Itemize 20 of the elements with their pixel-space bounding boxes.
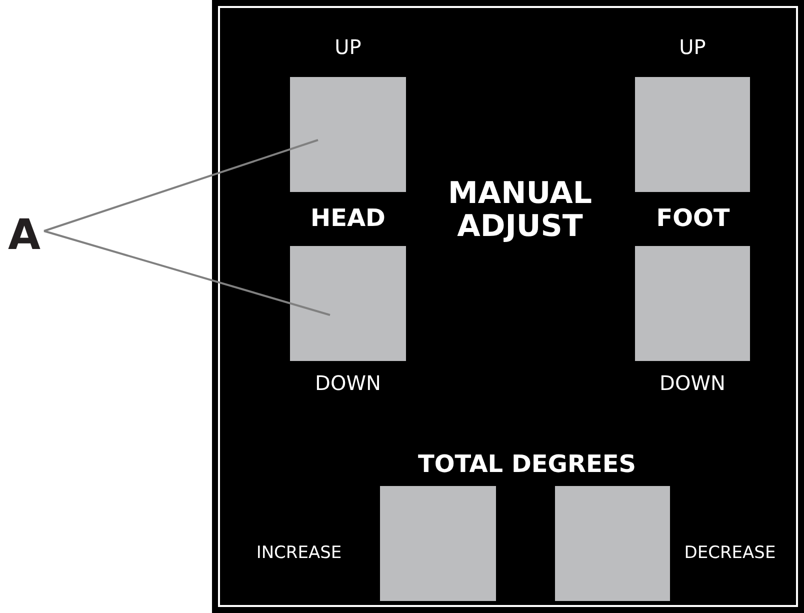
- control-button: [380, 486, 496, 601]
- control-button: [635, 246, 750, 361]
- section-heading: HEAD: [310, 205, 386, 232]
- button-label: DECREASE: [683, 544, 777, 563]
- leader-line: [44, 230, 330, 316]
- button-label: UP: [334, 36, 362, 58]
- button-label: INCREASE: [255, 544, 343, 563]
- control-button: [290, 77, 406, 192]
- section-heading: FOOT: [655, 205, 731, 232]
- button-label: UP: [678, 36, 707, 58]
- control-button: [290, 246, 406, 361]
- leader-line: [44, 139, 318, 232]
- control-button: [635, 77, 750, 192]
- callout-letter: A: [8, 210, 48, 260]
- control-button: [555, 486, 670, 601]
- button-label: DOWN: [658, 372, 726, 394]
- control-panel: [212, 0, 804, 613]
- panel-title: MANUAL ADJUST: [447, 177, 593, 243]
- button-label: DOWN: [314, 372, 382, 394]
- section-heading: TOTAL DEGREES: [416, 451, 638, 478]
